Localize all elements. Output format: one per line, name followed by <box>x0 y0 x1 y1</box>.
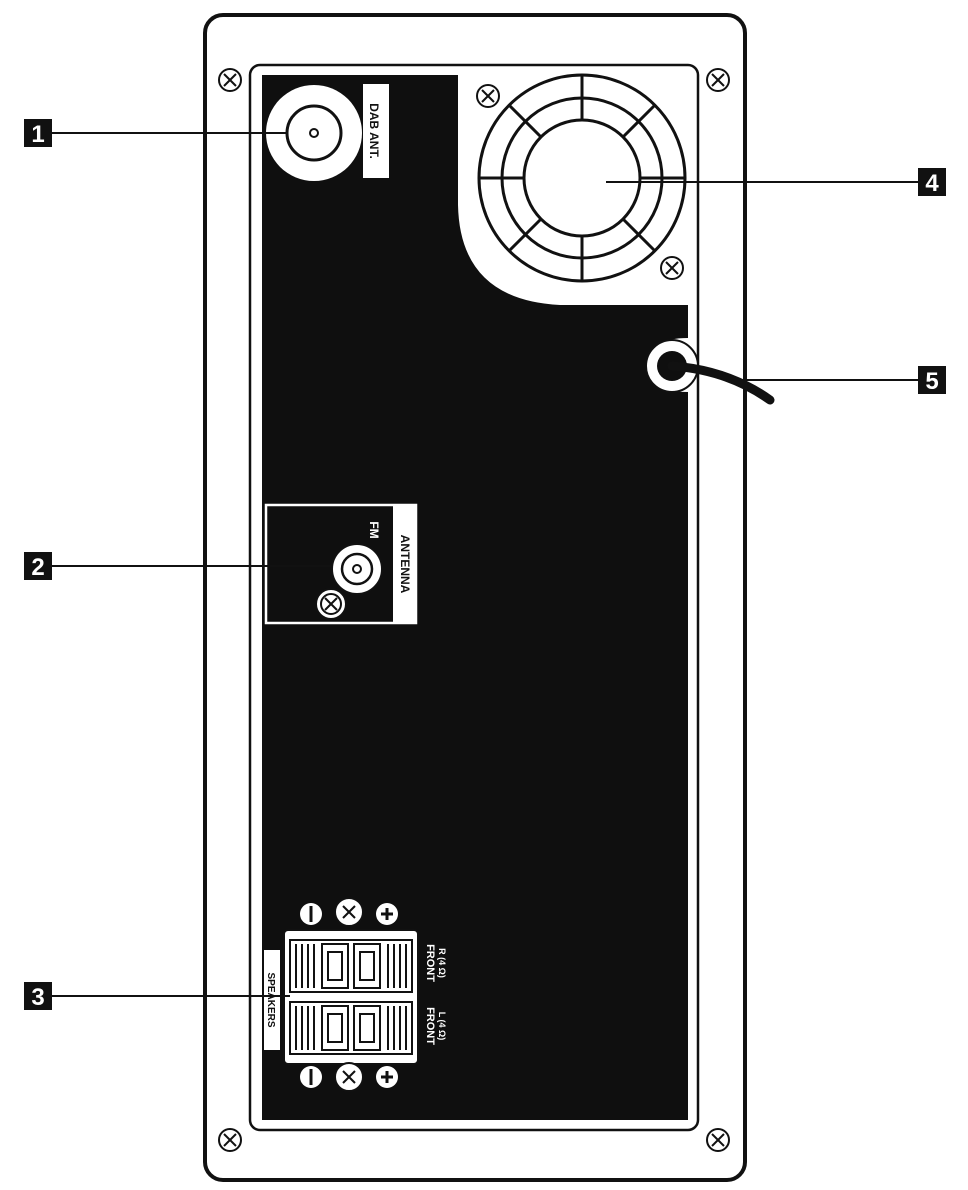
screw-icon <box>315 588 347 620</box>
screw-icon <box>334 1062 364 1092</box>
svg-text:3: 3 <box>31 984 44 1011</box>
screw-icon <box>334 897 364 927</box>
callout-3: 3 <box>24 982 52 1011</box>
svg-text:1: 1 <box>31 121 44 148</box>
screw-icon <box>706 68 730 92</box>
screw-icon <box>476 84 500 108</box>
dab-ant-label: DAB ANT. <box>367 103 381 159</box>
svg-text:4: 4 <box>925 170 939 197</box>
callout-1: 1 <box>24 119 52 148</box>
screw-icon <box>706 1128 730 1152</box>
callout-4: 4 <box>918 168 946 197</box>
callout-2: 2 <box>24 552 52 581</box>
screw-icon <box>218 1128 242 1152</box>
fm-label: FM <box>367 521 381 538</box>
antenna-label: ANTENNA <box>398 535 412 594</box>
fan-grille <box>477 73 687 283</box>
black-panel <box>262 75 688 1120</box>
front-r-label: FRONT <box>424 944 436 982</box>
frame-screws <box>218 68 730 1152</box>
front-r-impedance: R (4 Ω) <box>437 948 447 978</box>
callout-5: 5 <box>918 366 946 395</box>
screw-icon <box>218 68 242 92</box>
callout-lines <box>52 132 918 997</box>
svg-text:2: 2 <box>31 554 44 581</box>
speaker-terminals: SPEAKERS FRONT R (4 Ω) FRONT L (4 Ω) <box>264 897 447 1092</box>
svg-text:5: 5 <box>925 368 938 395</box>
front-l-impedance: L (4 Ω) <box>437 1012 447 1041</box>
power-cord <box>645 339 775 405</box>
speakers-label: SPEAKERS <box>265 972 276 1027</box>
fm-antenna-section: ANTENNA FM <box>264 503 418 625</box>
screw-icon <box>660 256 684 280</box>
front-l-label: FRONT <box>424 1007 436 1045</box>
dab-antenna-connector: DAB ANT. <box>266 84 389 181</box>
